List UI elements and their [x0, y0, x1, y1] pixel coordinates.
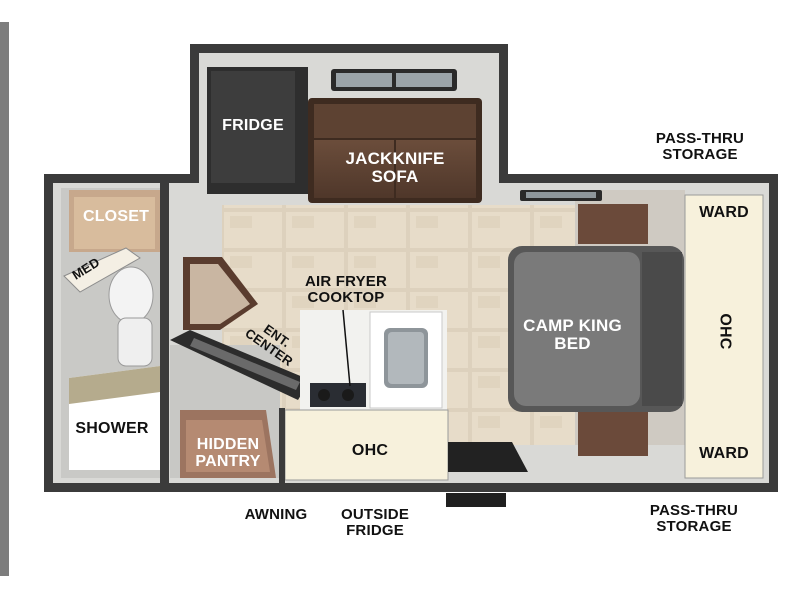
partition-walls	[160, 183, 285, 483]
fridge-unit	[207, 67, 308, 194]
hidden-pantry-label: HIDDEN PANTRY	[180, 436, 276, 471]
pantry-line-1: HIDDEN	[196, 436, 260, 453]
cooktop-line-2: COOKTOP	[307, 288, 385, 306]
ward-top-label: WARD	[699, 204, 749, 221]
cooktop-line-1: AIR FRYER	[304, 273, 388, 290]
sofa-line-2: SOFA	[371, 166, 419, 186]
pass-thru-bottom-line-1: PASS-THRU	[649, 502, 739, 519]
window-top	[331, 69, 457, 91]
jackknife-sofa-label: JACKKNIFE SOFA	[320, 150, 470, 186]
camp-king-bed	[508, 204, 684, 456]
ward-bottom-label: WARD	[699, 445, 749, 462]
bed-line-2: BED	[554, 333, 591, 353]
ohc-kitchen-cabinet	[284, 409, 449, 481]
jackknife-sofa	[308, 98, 482, 203]
bathroom	[61, 188, 160, 478]
hidden-pantry-area	[170, 345, 280, 478]
pass-thru-storage-bottom-label: PASS-THRU STORAGE	[624, 503, 764, 535]
air-fryer-cooktop-label: AIR FRYER COOKTOP	[290, 274, 402, 306]
kitchen-counter	[300, 310, 447, 410]
sofa-line-1: JACKKNIFE	[345, 149, 445, 168]
outside-fridge-line-2: FRIDGE	[346, 521, 404, 539]
pass-thru-top-line-2: STORAGE	[662, 145, 738, 163]
left-edge-bar	[0, 22, 9, 576]
ohc-kitchen-label: OHC	[351, 442, 389, 459]
window-bed-area	[520, 190, 602, 201]
awning-label: AWNING	[244, 506, 308, 523]
cooktop-leader-line	[342, 309, 351, 387]
pantry-line-2: PANTRY	[195, 452, 261, 470]
pass-thru-bottom-line-2: STORAGE	[656, 517, 732, 535]
ward-ohc-cabinet	[684, 194, 764, 479]
bed-line-1: CAMP KING	[523, 316, 622, 335]
fridge-label: FRIDGE	[222, 117, 284, 134]
outside-fridge-label: OUTSIDE FRIDGE	[320, 507, 430, 539]
shower-label: SHOWER	[75, 420, 149, 437]
pass-thru-top-line-1: PASS-THRU	[655, 130, 745, 147]
entry-step	[448, 442, 528, 472]
corner-cabinet	[183, 257, 258, 330]
entertainment-center	[170, 330, 310, 400]
camp-king-bed-label: CAMP KING BED	[505, 317, 640, 353]
closet-label: CLOSET	[82, 208, 150, 225]
ohc-bedroom-label: OHC	[716, 313, 734, 350]
outside-fridge-line-1: OUTSIDE	[340, 506, 410, 523]
med-cabinet	[63, 247, 141, 293]
pass-thru-storage-top-label: PASS-THRU STORAGE	[630, 131, 770, 163]
outside-fridge-marker	[446, 493, 506, 507]
